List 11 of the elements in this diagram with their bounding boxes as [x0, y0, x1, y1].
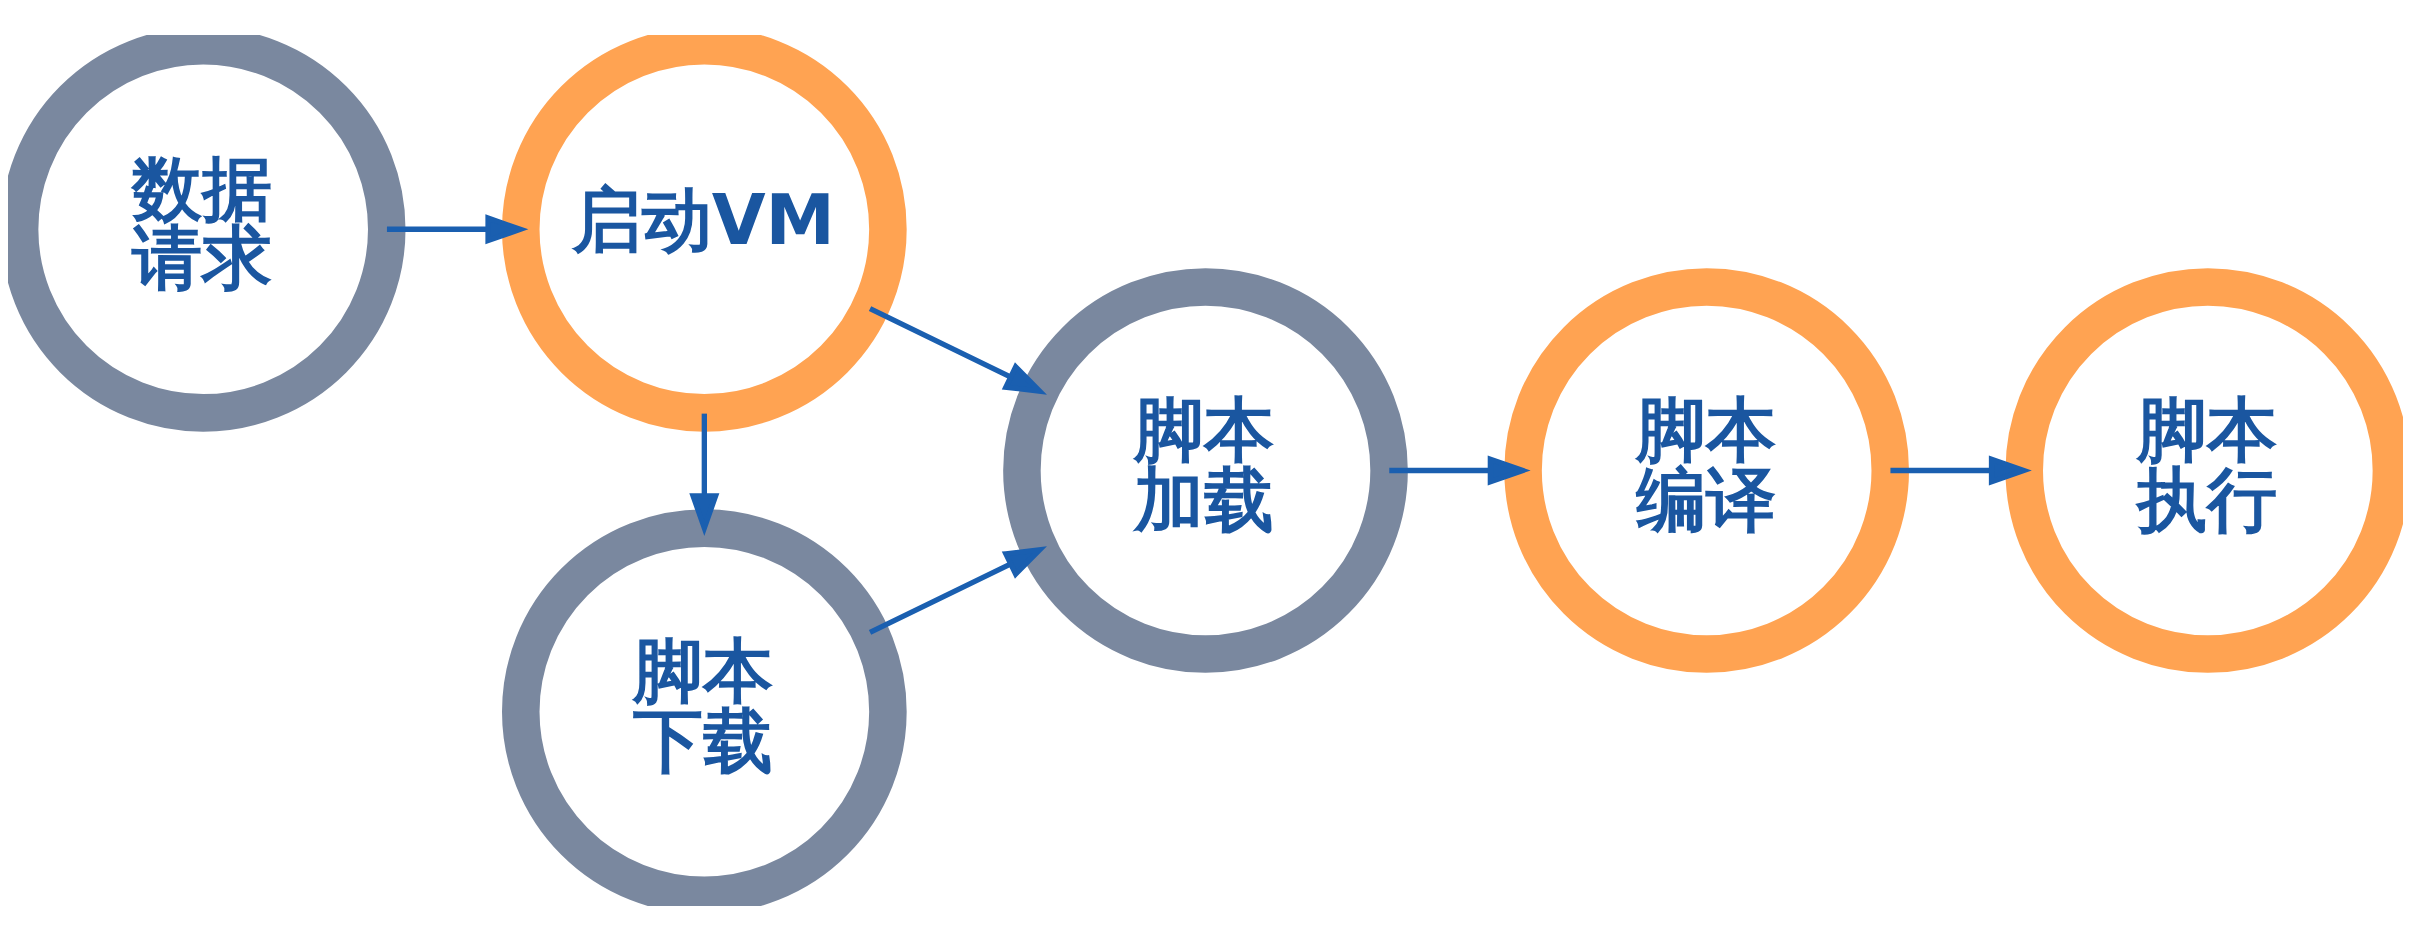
node-circle: 脚本下载 [502, 509, 907, 906]
arrow [1890, 455, 2032, 486]
arrow [689, 413, 720, 537]
node-circle: 数据请求 [8, 35, 406, 432]
arrow [386, 214, 529, 245]
arrow [868, 546, 1047, 635]
node-circle: 脚本编译 [1504, 268, 1909, 673]
node-circle: 脚本执行 [2005, 268, 2403, 673]
node-circle: 启动VM [502, 35, 907, 432]
arrow [868, 306, 1047, 395]
arrow [1389, 455, 1531, 486]
